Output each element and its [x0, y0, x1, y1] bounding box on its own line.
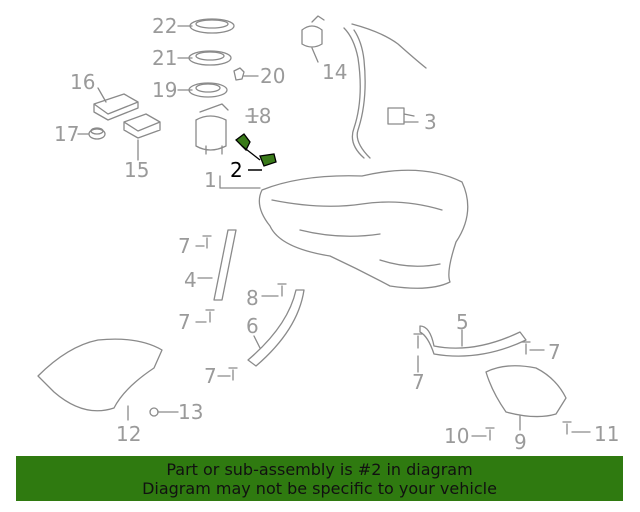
- callout-15: 15: [124, 158, 150, 182]
- part-12-heat-shield: [37, 338, 163, 412]
- callout-7-a: 7: [178, 234, 191, 258]
- part-9-heat-shield: [485, 365, 567, 418]
- banner-line-part: Part or sub-assembly is #2 in diagram: [166, 460, 473, 479]
- callout-7-e: 7: [412, 370, 425, 394]
- callout-7-d: 7: [548, 340, 561, 364]
- part-17-grommet: [88, 128, 106, 140]
- callout-12: 12: [116, 422, 142, 446]
- callout-21: 21: [152, 46, 178, 70]
- fuel-filler-neck: [343, 27, 371, 159]
- callout-6: 6: [246, 314, 259, 338]
- callout-5: 5: [456, 310, 469, 334]
- part-13-clip: [149, 407, 159, 417]
- callout-3: 3: [424, 110, 437, 134]
- info-banner: Part or sub-assembly is #2 in diagram Di…: [16, 456, 623, 501]
- vent-line: [351, 23, 427, 69]
- callout-10: 10: [444, 424, 470, 448]
- part-21-seal-ring: [188, 50, 232, 66]
- callout-22: 22: [152, 14, 178, 38]
- callout-7-b: 7: [178, 310, 191, 334]
- callout-9: 9: [514, 430, 527, 454]
- part-3-valve: [387, 107, 415, 125]
- part-20-clip: [233, 67, 245, 81]
- banner-line-disclaimer: Diagram may not be specific to your vehi…: [142, 479, 497, 498]
- callout-17: 17: [54, 122, 80, 146]
- part-5-crossmember: [419, 325, 527, 357]
- part-1-fuel-tank: [258, 169, 469, 289]
- part-16-control-module: [93, 93, 139, 121]
- callout-13: 13: [178, 400, 204, 424]
- part-2-fuel-level-sender: [235, 133, 277, 167]
- part-19-seal-ring: [188, 82, 228, 98]
- callout-2: 2: [230, 158, 243, 182]
- part-4-tank-strap: [213, 229, 237, 301]
- callout-11: 11: [594, 422, 620, 446]
- part-18-fuel-pump-module: [195, 103, 229, 155]
- callout-1: 1: [204, 168, 217, 192]
- bolt-group: [202, 235, 572, 441]
- callout-8: 8: [246, 286, 259, 310]
- callout-18: 18: [246, 104, 272, 128]
- part-6-strap: [247, 289, 305, 367]
- callout-7-c: 7: [204, 364, 217, 388]
- callout-4: 4: [184, 268, 197, 292]
- callout-19: 19: [152, 78, 178, 102]
- part-14-fuel-cap: [301, 15, 325, 48]
- callout-14: 14: [322, 60, 348, 84]
- part-22-gasket-ring: [189, 18, 235, 34]
- callout-16: 16: [70, 70, 96, 94]
- leader-lines: [77, 25, 591, 437]
- callout-20: 20: [260, 64, 286, 88]
- part-15-module-box: [123, 113, 161, 139]
